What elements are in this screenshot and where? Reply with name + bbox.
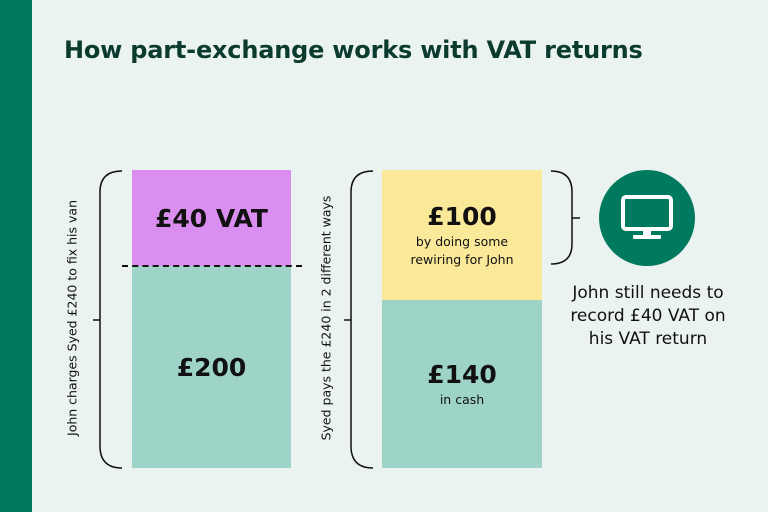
cash-amount: £140 <box>427 359 497 389</box>
small-bracket <box>550 170 573 265</box>
vat-divider-dashed-line <box>122 265 302 267</box>
vat-note: John still needs to record £40 VAT on hi… <box>570 283 726 349</box>
vat-box: £40 VAT <box>132 170 291 266</box>
right-bracket <box>350 170 374 469</box>
monitor-glyph <box>621 195 673 239</box>
net-amount: £200 <box>176 352 247 382</box>
rewiring-box: £100 by doing some rewiring for John <box>382 170 542 300</box>
rewiring-caption: by doing some rewiring for John <box>410 233 514 267</box>
net-box: £200 <box>132 266 291 468</box>
cash-caption: in cash <box>439 391 485 407</box>
vat-amount: £40 VAT <box>154 203 268 233</box>
left-bracket <box>99 170 123 469</box>
page-title: How part-exchange works with VAT returns <box>64 36 643 64</box>
rewiring-amount: £100 <box>427 201 497 231</box>
left-side-label: John charges Syed £240 to fix his van <box>64 200 80 436</box>
computer-monitor-icon <box>599 170 695 266</box>
left-accent-bar <box>0 0 32 512</box>
right-side-label: Syed pays the £240 in 2 different ways <box>318 195 334 441</box>
cash-box: £140 in cash <box>382 300 542 468</box>
